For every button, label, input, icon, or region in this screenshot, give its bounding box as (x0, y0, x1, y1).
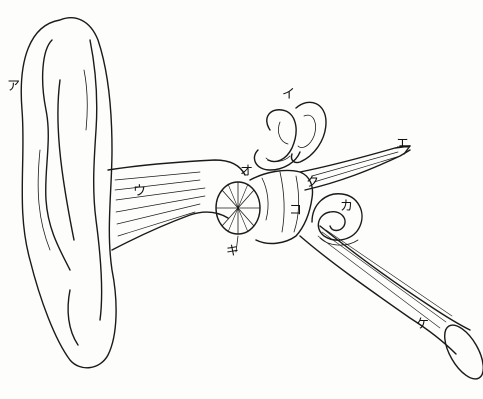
label-u: ウ (133, 185, 146, 198)
label-i: イ (282, 88, 295, 101)
label-ko: コ (289, 204, 302, 217)
label-ka: カ (340, 200, 353, 213)
semicircular-canals-drawing (254, 102, 326, 170)
eardrum-drawing (216, 182, 260, 234)
label-o: オ (240, 165, 253, 178)
eustachian-tube-drawing (300, 226, 483, 385)
label-ku: ク (306, 176, 319, 189)
label-ki: キ (226, 245, 239, 258)
label-ke: ケ (416, 318, 429, 331)
label-e: エ (396, 138, 409, 151)
auricle-drawing (21, 18, 116, 368)
ear-canal-drawing (108, 160, 245, 250)
label-a: ア (7, 80, 20, 93)
